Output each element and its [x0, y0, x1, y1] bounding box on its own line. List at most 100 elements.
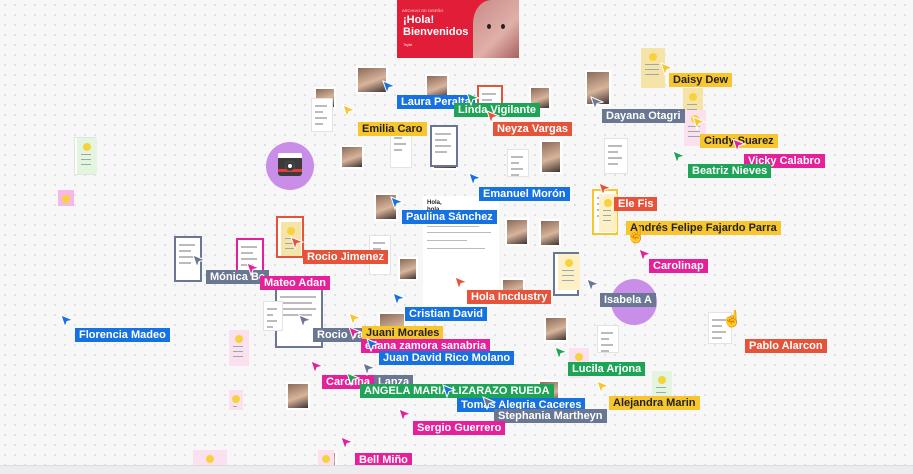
collaborator-label: Emilia Caro — [358, 122, 427, 136]
collaborator-label: Alejandra Marin — [609, 396, 700, 410]
smiley-icon — [62, 195, 70, 203]
cursor-arrow-icon — [466, 92, 480, 106]
avatar — [540, 140, 562, 174]
sticky-note[interactable] — [77, 138, 97, 174]
document-title-line1: Hola, — [427, 200, 442, 206]
sticky-note[interactable] — [58, 190, 74, 206]
avatar — [356, 66, 388, 94]
avatar — [374, 193, 398, 221]
collaborator-label: Andrés Felipe Fajardo Parra — [626, 221, 781, 235]
bottom-scrollbar[interactable] — [0, 465, 913, 474]
cursor-arrow-icon — [732, 138, 746, 152]
hand-pointer-icon: ☝ — [722, 311, 742, 328]
welcome-small-text: ARCHIVO DE DISEÑO — [402, 8, 444, 13]
collaborator-label: Paulina Sánchez — [402, 210, 497, 224]
collaborator-label: Dayana Otagri — [602, 109, 685, 123]
cursor-arrow-icon — [348, 312, 362, 326]
avatar — [340, 145, 364, 169]
smiley-icon — [604, 199, 612, 207]
cursor-arrow-icon — [392, 292, 406, 306]
cursor-arrow-icon — [362, 362, 376, 376]
cursor-arrow-icon — [346, 372, 360, 386]
collaborator-label: Juan David Rico Molano — [379, 351, 515, 365]
collaborator-label: Juani Morales — [362, 326, 444, 340]
smiley-icon — [649, 53, 657, 61]
collaborator-label: Neyza Vargas — [493, 122, 572, 136]
note-card[interactable] — [709, 313, 731, 343]
collaborator-label: Florencia Madeo — [75, 328, 170, 342]
cursor-arrow-icon — [586, 278, 600, 292]
welcome-logo-text: Tsyfe — [403, 42, 413, 47]
collaborator-label: Bell Miño — [355, 453, 412, 467]
collaborator-label: Daisy Dew — [669, 73, 733, 87]
sticky-note[interactable] — [599, 194, 617, 232]
cursor-arrow-icon — [638, 248, 652, 262]
smiley-icon — [287, 227, 295, 235]
cursor-arrow-icon — [298, 314, 312, 328]
cursor-arrow-icon — [672, 150, 686, 164]
cursor-arrow-icon — [310, 360, 324, 374]
collaborator-label: Ele Fis — [614, 197, 658, 211]
cursor-arrow-icon — [366, 338, 380, 352]
welcome-card[interactable]: ARCHIVO DE DISEÑO ¡Hola! Bienvenidos Tsy… — [397, 0, 519, 58]
smiley-icon — [322, 455, 330, 463]
collaborator-label: Emanuel Morón — [479, 187, 570, 201]
collaborator-label: Hola Incdustry — [467, 290, 552, 304]
smiley-icon — [206, 455, 214, 463]
note-card[interactable] — [605, 139, 627, 173]
cursor-arrow-icon — [60, 314, 74, 328]
smiley-icon — [232, 395, 240, 403]
collaborator-label: Lucila Arjona — [568, 362, 646, 376]
collaborator-label: eliana zamora sanabria — [361, 339, 491, 353]
note-card[interactable] — [598, 326, 618, 352]
smiley-icon — [83, 143, 91, 151]
collaborator-label: Beatriz Nieves — [688, 164, 772, 178]
smiley-icon — [658, 376, 666, 384]
cursor-arrow-icon — [482, 396, 496, 410]
note-card[interactable] — [312, 99, 332, 131]
collaborator-label: Carolinap — [649, 259, 708, 273]
cursor-arrow-icon — [290, 236, 304, 250]
avatar — [505, 218, 529, 246]
smiley-icon — [689, 93, 697, 101]
sticky-note[interactable] — [641, 48, 665, 88]
note-card[interactable] — [264, 302, 282, 330]
cat-image — [473, 0, 519, 58]
welcome-title-line1: ¡Hola! — [403, 14, 435, 26]
collaborator-label: Linda Vigilante — [454, 103, 541, 117]
cursor-arrow-icon — [390, 196, 404, 210]
smiley-icon — [565, 259, 573, 267]
note-card[interactable] — [508, 150, 528, 176]
hand-pointer-icon: ☝ — [626, 227, 646, 244]
cursor-arrow-icon — [348, 326, 362, 340]
camera-icon[interactable] — [266, 142, 314, 190]
note-card[interactable] — [432, 127, 456, 165]
sticky-note[interactable] — [229, 390, 243, 410]
avatar — [286, 382, 310, 410]
cursor-arrow-icon — [342, 104, 356, 118]
collaborator-label: Rocio Jimenez — [303, 250, 389, 264]
collaborator-label: Mateo Adan — [260, 276, 330, 290]
collaborator-label: Pablo Alarcon — [745, 339, 827, 353]
cursor-arrow-icon — [468, 172, 482, 186]
sticky-note[interactable] — [229, 330, 249, 366]
avatar — [544, 316, 568, 342]
cursor-arrow-icon — [660, 62, 674, 76]
cursor-arrow-icon — [596, 380, 610, 394]
sticky-note[interactable] — [558, 254, 580, 290]
collaborator-label: Stephania Martheyn — [494, 409, 607, 423]
cursor-arrow-icon — [442, 384, 456, 398]
cursor-arrow-icon — [692, 116, 706, 130]
collaborator-label: Sergio Guerrero — [413, 421, 506, 435]
cursor-arrow-icon — [554, 346, 568, 360]
smiley-icon — [575, 353, 583, 361]
cursor-arrow-icon — [340, 436, 354, 450]
collaborator-label: Isabela A — [600, 293, 656, 307]
cursor-arrow-icon — [486, 110, 500, 124]
cursor-arrow-icon — [246, 262, 260, 276]
cursor-arrow-icon — [454, 276, 468, 290]
cursor-arrow-icon — [398, 408, 412, 422]
avatar — [539, 219, 561, 247]
collaborator-label: Cristian David — [405, 307, 487, 321]
